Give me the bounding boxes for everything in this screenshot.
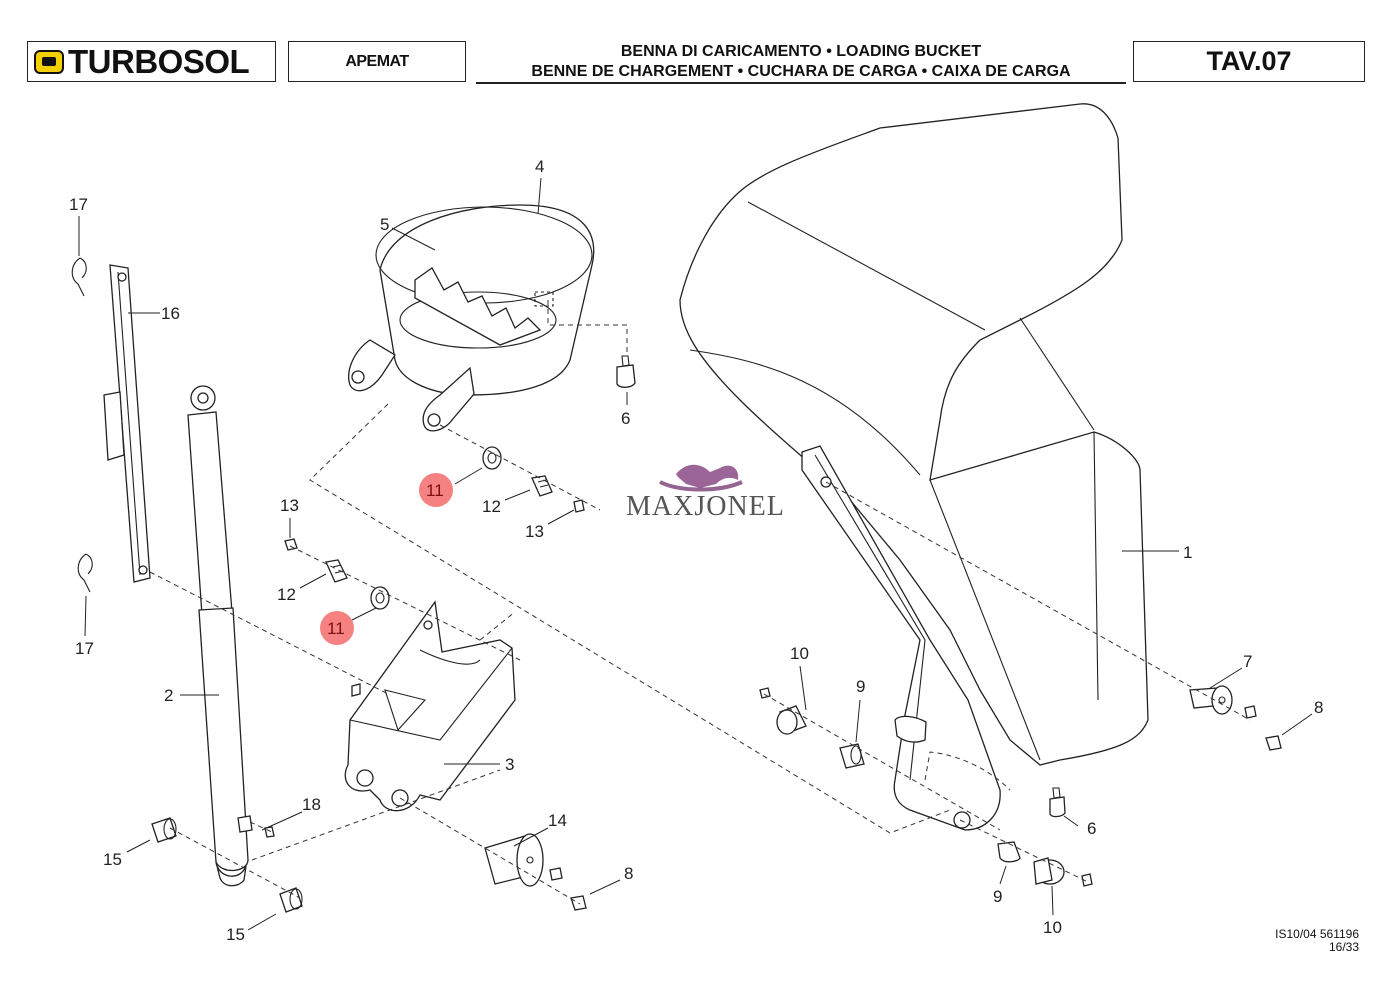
part-15-bushing-upper bbox=[151, 817, 177, 843]
callout-3: 3 bbox=[505, 755, 514, 774]
callout-5: 5 bbox=[380, 215, 389, 234]
watermark-text: MAXJONEL bbox=[626, 491, 785, 522]
callout-4: 4 bbox=[535, 157, 544, 176]
part-1-bucket-arm bbox=[801, 445, 1001, 831]
part-6-rubber-pad-lower bbox=[1049, 787, 1066, 818]
model-name: APEMAT bbox=[288, 41, 466, 82]
part-1-hopper-body bbox=[679, 103, 1149, 766]
part-7-flanged-pin bbox=[1189, 685, 1257, 719]
leader-lines bbox=[78, 177, 1313, 931]
drawing-footer: IS10/04 561196 16/33 bbox=[1275, 928, 1359, 954]
callout-17-bottom: 17 bbox=[75, 639, 94, 658]
callout-17-top: 17 bbox=[69, 195, 88, 214]
part-16-tie-bar bbox=[103, 264, 151, 583]
callout-13-lower: 13 bbox=[280, 496, 299, 515]
part-17-split-pin-top bbox=[71, 257, 87, 297]
part-13-grease-nipple-upper bbox=[573, 499, 585, 513]
callout-9-arm: 9 bbox=[856, 677, 865, 696]
part-14-pivot-pin bbox=[484, 833, 563, 887]
table-number: TAV.07 bbox=[1133, 41, 1365, 82]
part-10-flanged-pin-upper bbox=[759, 687, 807, 735]
title-line-2: BENNE DE CHARGEMENT • CUCHARA DE CARGA •… bbox=[531, 63, 1071, 80]
part-11-bushing-upper bbox=[482, 446, 502, 470]
highlight-marker-11-lower bbox=[320, 611, 354, 645]
part-18-pin-with-nipple bbox=[237, 815, 275, 838]
part-11-bushing-lower bbox=[370, 586, 390, 610]
part-12-bolt-lower bbox=[325, 559, 348, 583]
logo-badge-icon bbox=[34, 49, 64, 74]
part-13-grease-nipple-lower bbox=[284, 538, 298, 551]
brand-name: TURBOSOL bbox=[68, 43, 250, 80]
callout-12-lower: 12 bbox=[277, 585, 296, 604]
callout-9-lower: 9 bbox=[993, 887, 1002, 906]
part-3-mounting-bracket bbox=[344, 600, 516, 812]
callout-15-lower: 15 bbox=[226, 925, 245, 944]
part-9-bushing-lower bbox=[997, 841, 1021, 863]
part-6-rubber-pad-upper bbox=[616, 355, 636, 388]
assembly-dashed-lines bbox=[149, 300, 1251, 905]
drawing-title: BENNA DI CARICAMENTO • LOADING BUCKET BE… bbox=[476, 42, 1126, 84]
part-2-hydraulic-cylinder bbox=[187, 385, 249, 887]
title-line-1: BENNA DI CARICAMENTO • LOADING BUCKET bbox=[620, 43, 982, 60]
callout-8-bottom: 8 bbox=[624, 864, 633, 883]
part-12-bolt-upper bbox=[531, 475, 553, 497]
callout-7: 7 bbox=[1243, 652, 1252, 671]
callout-6-lower: 6 bbox=[1087, 819, 1096, 838]
callout-15-upper: 15 bbox=[103, 850, 122, 869]
callout-8-right: 8 bbox=[1314, 698, 1323, 717]
callout-1: 1 bbox=[1183, 543, 1192, 562]
page-number: 16/33 bbox=[1328, 940, 1359, 954]
part-9-bushing-arm bbox=[839, 743, 865, 769]
callout-18: 18 bbox=[302, 795, 321, 814]
part-8-grease-fitting-right bbox=[1265, 735, 1282, 751]
part-15-bushing-lower bbox=[279, 887, 303, 913]
callout-11-lower: 11 bbox=[327, 619, 345, 638]
callout-11-upper: 11 bbox=[426, 481, 444, 500]
highlight-marker-11-upper bbox=[419, 473, 453, 507]
watermark-logo-icon bbox=[676, 464, 739, 488]
watermark: MAXJONEL bbox=[626, 464, 785, 522]
callout-10-upper: 10 bbox=[790, 644, 809, 663]
callout-13-upper: 13 bbox=[525, 522, 544, 541]
part-17-split-pin-bottom bbox=[77, 553, 93, 593]
brand-logo: TURBOSOL bbox=[27, 41, 276, 82]
callout-10-lower: 10 bbox=[1043, 918, 1062, 937]
part-10-flanged-pin-lower bbox=[1033, 857, 1093, 887]
part-4-loading-bucket bbox=[348, 204, 595, 432]
callout-14: 14 bbox=[548, 811, 567, 830]
callout-labels: 1 2 3 4 5 6 6 7 8 8 9 9 10 10 11 11 12 1… bbox=[69, 157, 1323, 944]
callout-16: 16 bbox=[161, 304, 180, 323]
callout-12-upper: 12 bbox=[482, 497, 501, 516]
callout-6-upper: 6 bbox=[621, 409, 630, 428]
document-code: IS10/04 561196 bbox=[1275, 927, 1359, 941]
callout-2: 2 bbox=[164, 686, 173, 705]
